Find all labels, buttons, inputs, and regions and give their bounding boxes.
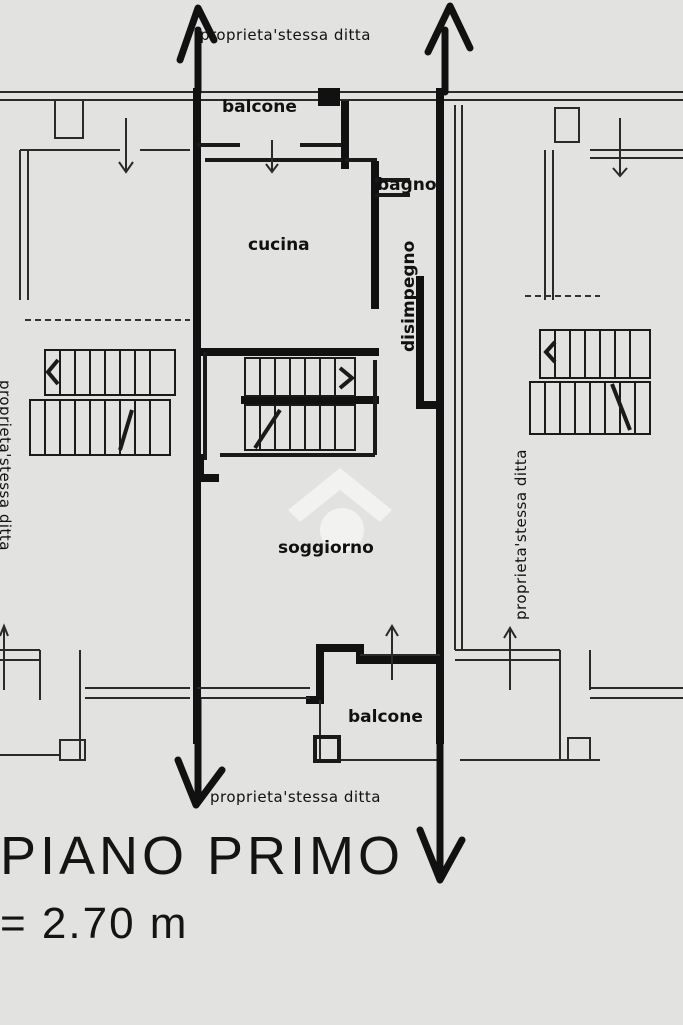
stairs-right [529,329,651,435]
room-label-balcone-bottom: balcone [348,707,423,727]
boundary-arrows [174,2,474,884]
watermark-logo [288,468,392,552]
floor-title: PIANO PRIMO [0,826,404,886]
room-label-bagno: bagno [377,175,437,195]
stairs-center [244,357,356,451]
neighbor-label-top: proprieta'stessa ditta [200,26,371,44]
room-label-balcone-top: balcone [222,97,297,117]
left-neighbor-unit [0,91,190,761]
floor-height: = 2.70 m [0,899,188,948]
apartment-walls [190,88,455,763]
window-markers [0,118,628,690]
neighbor-label-right: proprieta'stessa ditta [512,449,530,620]
neighbor-label-left: proprieta'stessa ditta [0,380,14,551]
neighbor-label-bottom: proprieta'stessa ditta [210,788,381,806]
room-label-disimpegno: disimpegno [399,241,419,352]
room-label-soggiorno: soggiorno [278,538,374,558]
stairs-left [29,349,176,456]
room-label-cucina: cucina [248,235,310,255]
right-neighbor-unit [454,91,683,761]
